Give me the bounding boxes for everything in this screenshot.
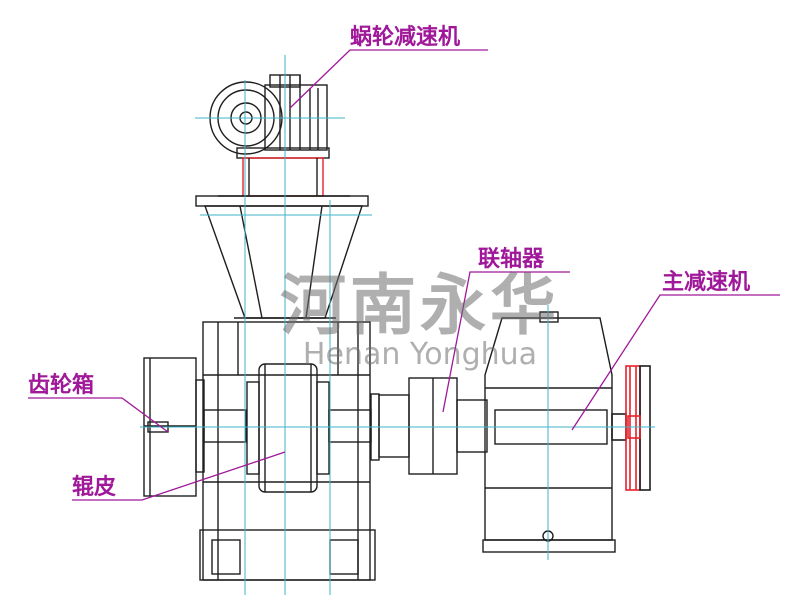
roller-press-frame xyxy=(199,321,376,581)
label-roller-skin: 辊皮 xyxy=(72,474,116,500)
label-coupling: 联轴器 xyxy=(478,246,545,272)
label-main-reducer: 主减速机 xyxy=(662,269,750,295)
callout-leaders xyxy=(28,49,780,501)
label-worm-gear-reducer: 蜗轮减速机 xyxy=(350,24,460,50)
coupling xyxy=(378,377,488,475)
roller-assembly xyxy=(195,363,380,493)
watermark-cn: 河南永华 xyxy=(280,266,560,344)
label-gearbox: 齿轮箱 xyxy=(28,372,94,398)
center-lines xyxy=(140,55,655,595)
watermark: 河南永华 Henan Yonghua xyxy=(280,266,560,372)
watermark-en: Henan Yonghua xyxy=(303,337,537,372)
